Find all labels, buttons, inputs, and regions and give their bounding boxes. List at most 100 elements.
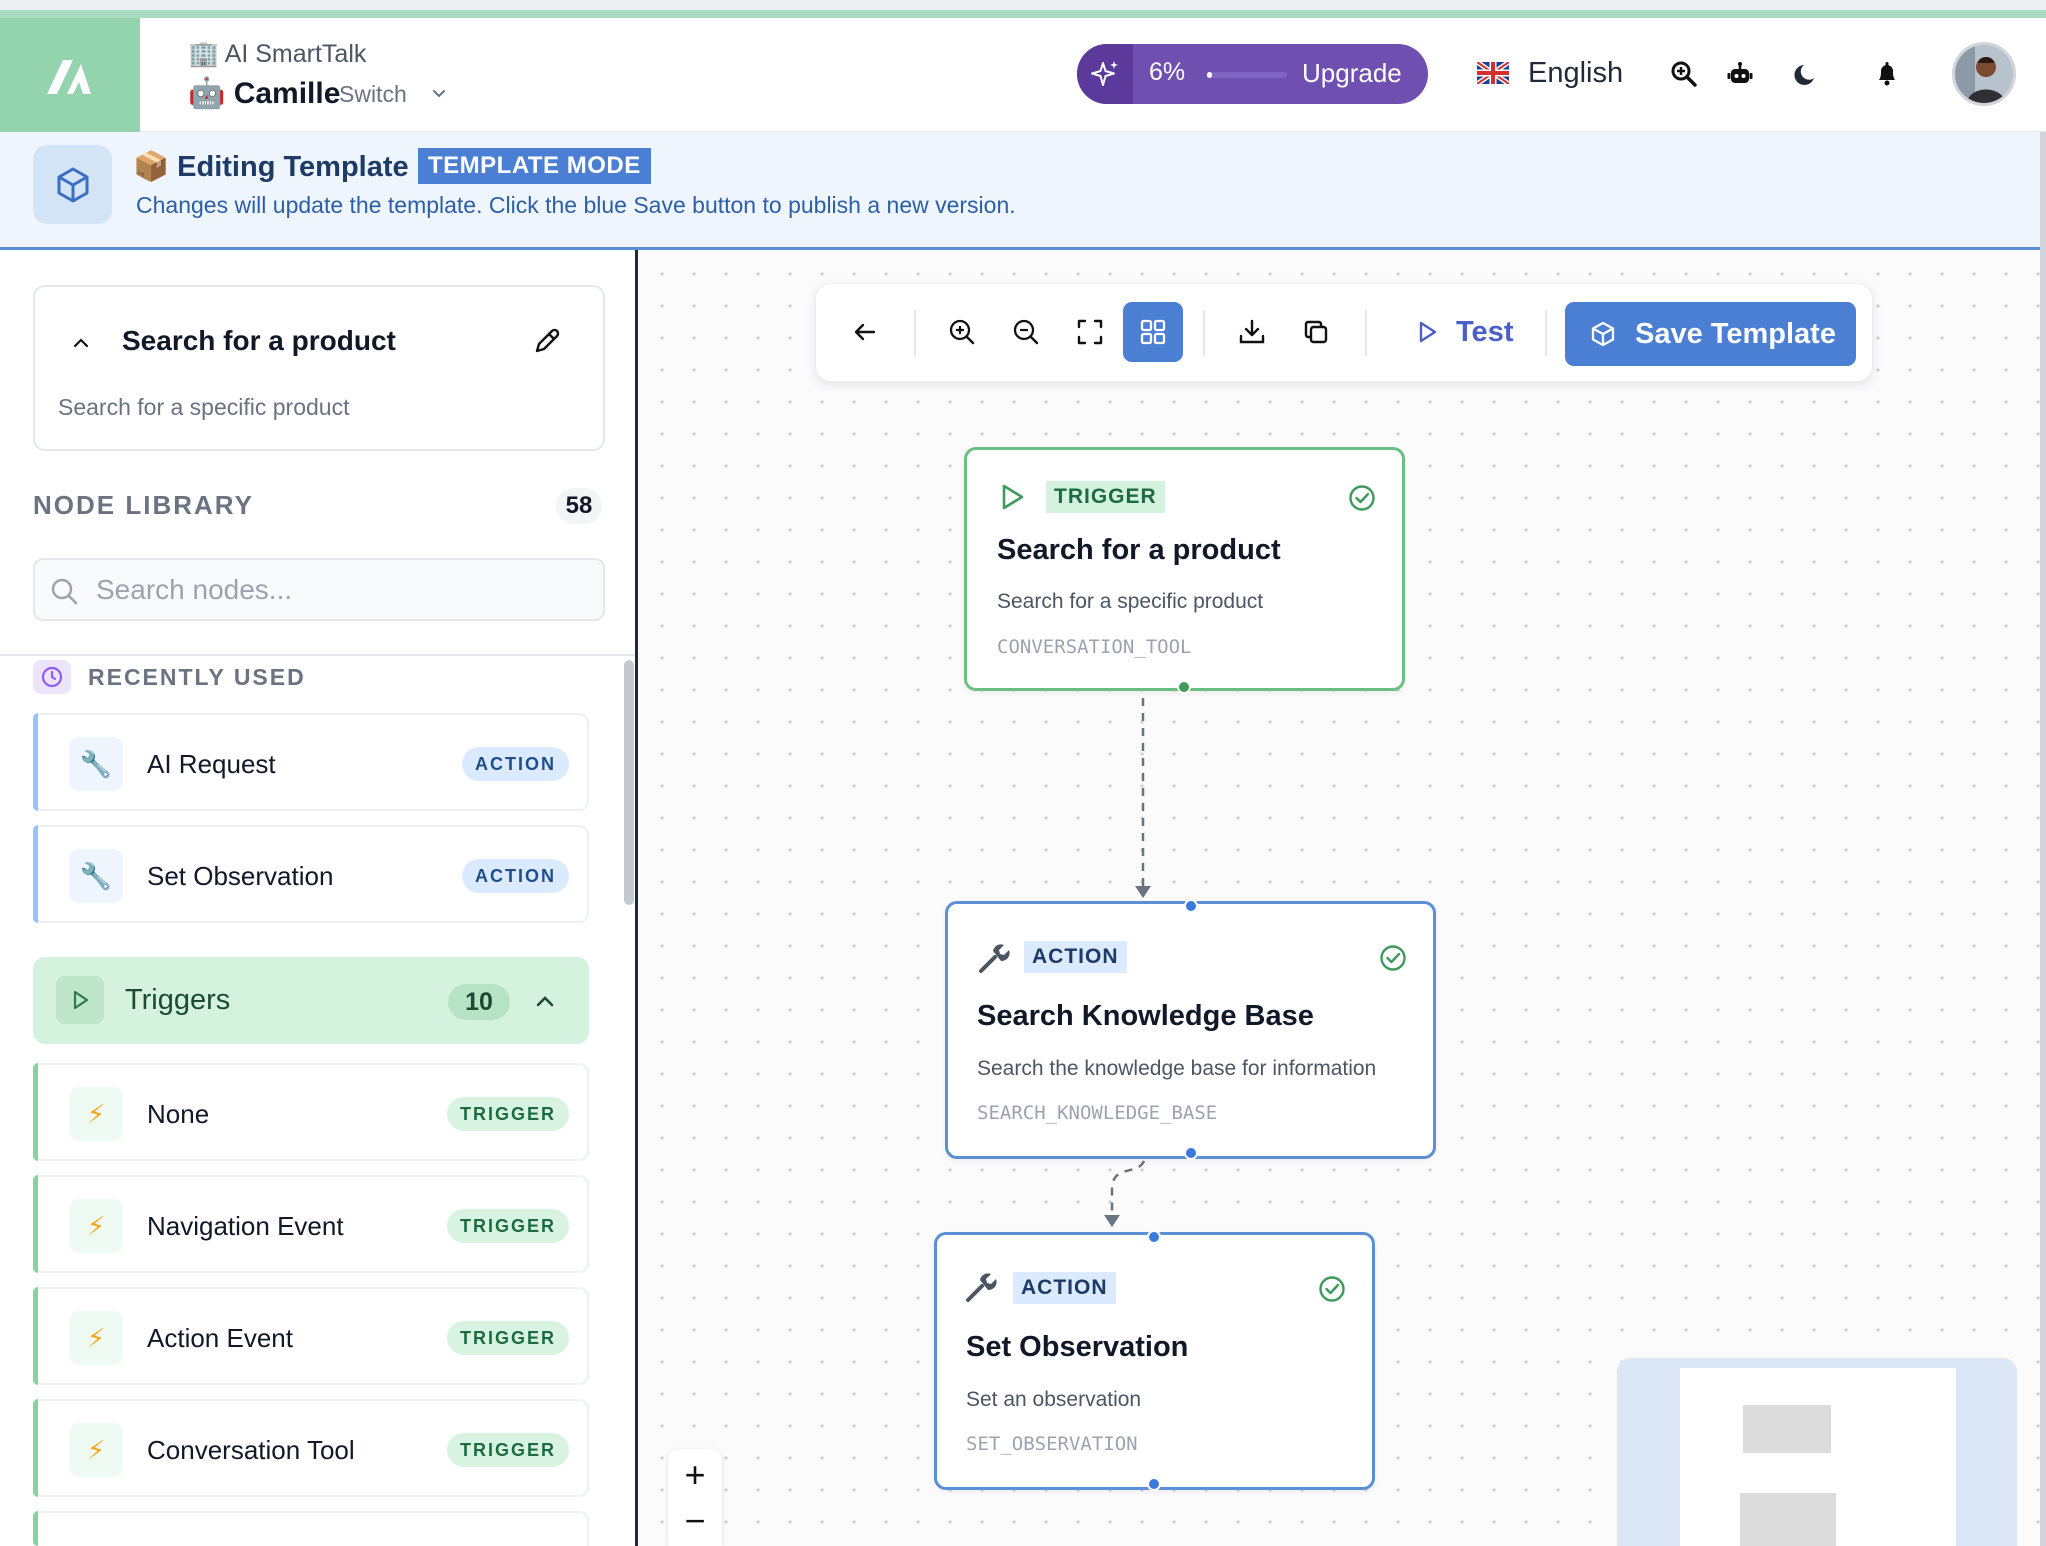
node-type-tag: ACTION	[462, 747, 569, 781]
node-item-label: Set Observation	[147, 861, 334, 891]
node-item-stripe	[33, 713, 38, 811]
chevron-up-icon[interactable]	[70, 332, 92, 354]
wrench-icon	[977, 941, 1011, 975]
zoom-out-icon[interactable]	[996, 302, 1056, 362]
minimap-node	[1743, 1405, 1831, 1453]
fit-view-icon[interactable]	[1060, 302, 1120, 362]
window-edge	[2040, 132, 2046, 1546]
zoom-in-icon[interactable]	[932, 302, 992, 362]
node-code: SEARCH_KNOWLEDGE_BASE	[977, 1102, 1218, 1124]
download-icon[interactable]	[1222, 302, 1282, 362]
lightning-icon: ⚡	[69, 1087, 123, 1141]
uk-flag-icon[interactable]	[1477, 62, 1509, 84]
cube-icon	[1591, 321, 1615, 347]
node-item-label: Navigation Event	[147, 1211, 344, 1241]
grid-layout-icon[interactable]	[1123, 302, 1183, 362]
check-circle-icon	[1317, 1274, 1347, 1304]
node-item-partial[interactable]	[33, 1511, 589, 1546]
triggers-group-label: Triggers	[125, 984, 231, 1016]
banner-description: Changes will update the template. Click …	[136, 192, 1016, 218]
node-item-stripe	[33, 825, 38, 923]
node-type-badge: TRIGGER	[1046, 481, 1165, 513]
top-strip	[0, 0, 2046, 10]
node-item-label: Action Event	[147, 1323, 293, 1353]
workspace-name[interactable]: 🤖 Camille	[188, 77, 341, 110]
node-item-label: Conversation Tool	[147, 1435, 355, 1465]
flow-node-trigger[interactable]: TRIGGER Search for a product Search for …	[964, 447, 1405, 691]
node-type-tag: TRIGGER	[446, 1097, 569, 1131]
banner-title: 📦 Editing Template	[133, 151, 409, 183]
input-handle[interactable]	[1147, 1230, 1161, 1244]
robot-icon[interactable]	[1724, 58, 1756, 90]
node-search-input[interactable]	[96, 568, 576, 612]
bell-icon[interactable]	[1871, 58, 1903, 90]
toolbar-separator	[1203, 310, 1205, 356]
upgrade-label: Upgrade	[1302, 58, 1402, 88]
triggers-group-count: 10	[448, 984, 510, 1020]
play-icon	[997, 482, 1027, 512]
output-handle[interactable]	[1147, 1477, 1161, 1491]
node-item-conversation-tool[interactable]: ⚡ Conversation Tool TRIGGER	[33, 1399, 589, 1497]
node-item-label: AI Request	[147, 749, 276, 779]
recently-used-title: RECENTLY USED	[88, 664, 306, 690]
zoom-in-button[interactable]: +	[684, 1454, 706, 1495]
node-item-set-observation[interactable]: 🔧 Set Observation ACTION	[33, 825, 589, 923]
wrench-icon: 🔧	[69, 737, 123, 791]
node-code: SET_OBSERVATION	[966, 1433, 1138, 1455]
test-button[interactable]: Test	[1404, 302, 1523, 362]
sidebar-scrollbar[interactable]	[624, 660, 634, 905]
organization-name: 🏢 AI SmartTalk	[188, 40, 367, 68]
minimap-node	[1740, 1493, 1836, 1546]
node-item-stripe	[33, 1511, 38, 1546]
search-zoom-icon[interactable]	[1668, 58, 1700, 90]
save-template-button[interactable]: Save Template	[1565, 302, 1856, 366]
node-description: Set an observation	[966, 1388, 1142, 1411]
node-title: Set Observation	[966, 1331, 1189, 1363]
node-type-badge: ACTION	[1013, 1272, 1116, 1304]
node-item-navigation-event[interactable]: ⚡ Navigation Event TRIGGER	[33, 1175, 589, 1273]
node-item-stripe	[33, 1175, 38, 1273]
lightning-icon: ⚡	[69, 1199, 123, 1253]
pencil-icon[interactable]	[532, 326, 562, 356]
back-arrow-icon[interactable]	[835, 302, 895, 362]
zoom-out-button[interactable]: −	[684, 1500, 706, 1541]
play-icon	[56, 976, 104, 1024]
app-logo[interactable]	[0, 18, 140, 132]
node-type-tag: ACTION	[462, 859, 569, 893]
output-handle[interactable]	[1184, 1146, 1198, 1160]
template-mode-banner	[0, 132, 2046, 250]
language-selector[interactable]: English	[1528, 57, 1624, 89]
node-item-label: None	[147, 1099, 210, 1129]
node-type-tag: TRIGGER	[446, 1209, 569, 1243]
zoom-controls: + −	[668, 1449, 722, 1546]
node-item-action-event[interactable]: ⚡ Action Event TRIGGER	[33, 1287, 589, 1385]
moon-icon[interactable]	[1791, 58, 1823, 90]
output-handle[interactable]	[1177, 680, 1191, 694]
app-header	[0, 18, 2046, 132]
switch-workspace-button[interactable]: Switch	[339, 81, 407, 107]
flow-connectors	[1104, 698, 1151, 1227]
divider	[0, 654, 635, 656]
flow-node-set-observation[interactable]: ACTION Set Observation Set an observatio…	[934, 1232, 1375, 1490]
usage-percent: 6%	[1149, 58, 1186, 86]
usage-progress-fill	[1207, 72, 1212, 78]
toolbar-separator	[1545, 310, 1547, 356]
node-item-ai-request[interactable]: 🔧 AI Request ACTION	[33, 713, 589, 811]
toolbar-separator	[1365, 310, 1367, 356]
node-type-tag: TRIGGER	[446, 1321, 569, 1355]
upgrade-button[interactable]: 6% Upgrade	[1077, 44, 1428, 104]
clock-icon	[33, 660, 71, 694]
search-icon	[50, 577, 78, 605]
chevron-down-icon[interactable]	[430, 84, 448, 102]
check-circle-icon	[1347, 483, 1377, 513]
node-type-badge: ACTION	[1024, 941, 1127, 973]
node-type-tag: TRIGGER	[446, 1433, 569, 1467]
flow-node-search-knowledge-base[interactable]: ACTION Search Knowledge Base Search the …	[945, 901, 1436, 1159]
usage-progress-bar	[1207, 72, 1287, 78]
input-handle[interactable]	[1184, 899, 1198, 913]
user-avatar[interactable]	[1952, 42, 2016, 106]
chevron-up-icon[interactable]	[532, 988, 558, 1014]
test-button-label: Test	[1456, 315, 1514, 348]
copy-icon[interactable]	[1286, 302, 1346, 362]
node-item-none[interactable]: ⚡ None TRIGGER	[33, 1063, 589, 1161]
